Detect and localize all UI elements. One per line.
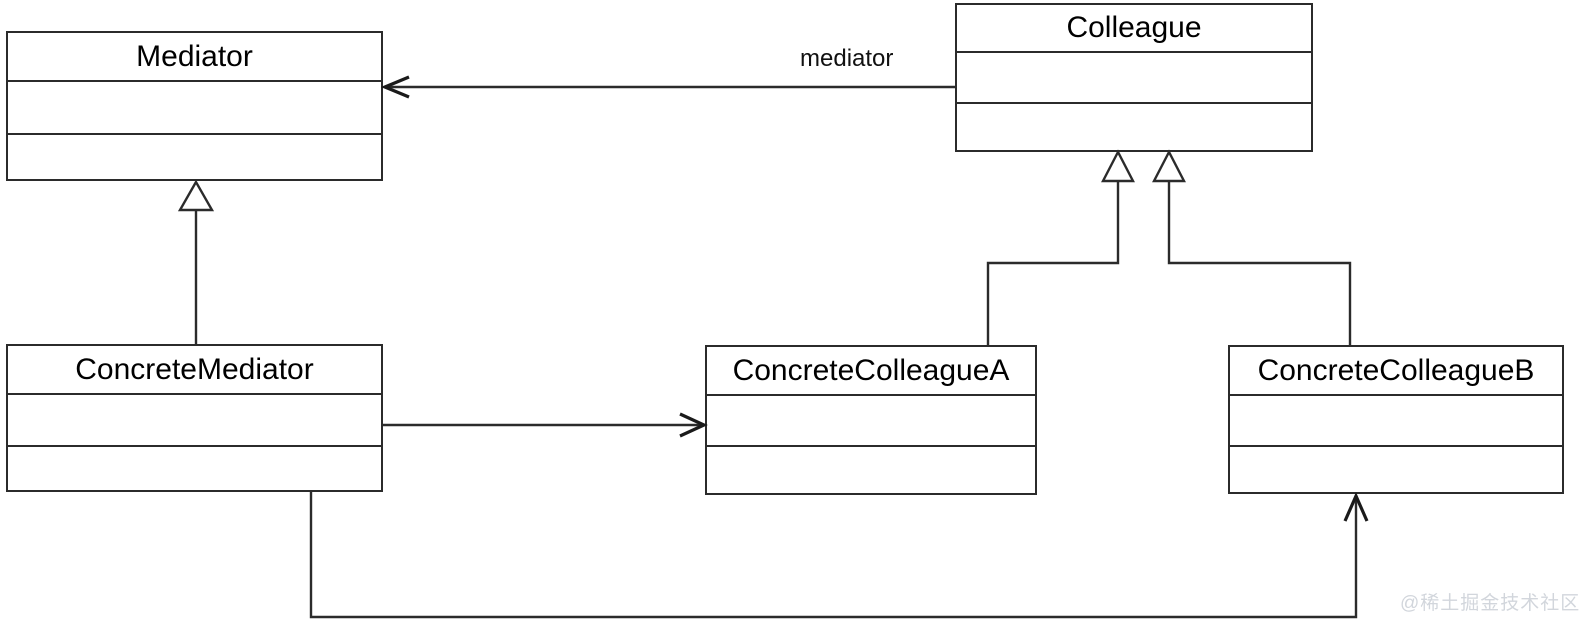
open-arrowhead-icon [380, 75, 410, 99]
class-operations-colleague [957, 104, 1311, 150]
relation-concrete-mediator-to-colleague-a [383, 412, 708, 438]
relation-concrete-mediator-to-colleague-b [309, 492, 1369, 619]
relation-concrete-mediator-inherits-mediator [177, 179, 215, 344]
class-title-concrete-colleague-a: ConcreteColleagueA [707, 347, 1035, 396]
class-operations-concrete-colleague-b [1230, 447, 1562, 492]
hollow-triangle-icon [1101, 149, 1135, 183]
class-box-mediator[interactable]: Mediator [6, 31, 383, 181]
class-attributes-colleague [957, 53, 1311, 104]
class-title-mediator: Mediator [8, 33, 381, 82]
edge-label-mediator-role: mediator [800, 45, 894, 72]
class-box-concrete-colleague-a[interactable]: ConcreteColleagueA [705, 345, 1037, 495]
generalization-line [986, 180, 1120, 345]
open-arrowhead-icon [1343, 492, 1369, 522]
class-box-concrete-colleague-b[interactable]: ConcreteColleagueB [1228, 345, 1564, 494]
class-box-concrete-mediator[interactable]: ConcreteMediator [6, 344, 383, 492]
class-title-concrete-colleague-b: ConcreteColleagueB [1230, 347, 1562, 396]
class-attributes-concrete-colleague-b [1230, 396, 1562, 447]
class-operations-mediator [8, 135, 381, 179]
open-arrowhead-icon [679, 412, 708, 438]
class-attributes-concrete-colleague-a [707, 396, 1035, 447]
generalization-line [1167, 180, 1352, 345]
class-operations-concrete-colleague-a [707, 447, 1035, 493]
class-box-colleague[interactable]: Colleague [955, 3, 1313, 152]
watermark: @稀土掘金技术社区 [1400, 593, 1581, 614]
class-attributes-concrete-mediator [8, 395, 381, 447]
relation-concrete-colleague-b-inherits-colleague [1152, 149, 1352, 345]
hollow-triangle-icon [177, 179, 215, 212]
class-title-concrete-mediator: ConcreteMediator [8, 346, 381, 395]
relation-colleague-to-mediator [380, 75, 955, 99]
class-title-colleague: Colleague [957, 5, 1311, 53]
hollow-triangle-icon [1152, 149, 1186, 183]
class-attributes-mediator [8, 82, 381, 135]
class-operations-concrete-mediator [8, 447, 381, 490]
relation-concrete-colleague-a-inherits-colleague [986, 149, 1135, 345]
association-line [309, 492, 1358, 619]
